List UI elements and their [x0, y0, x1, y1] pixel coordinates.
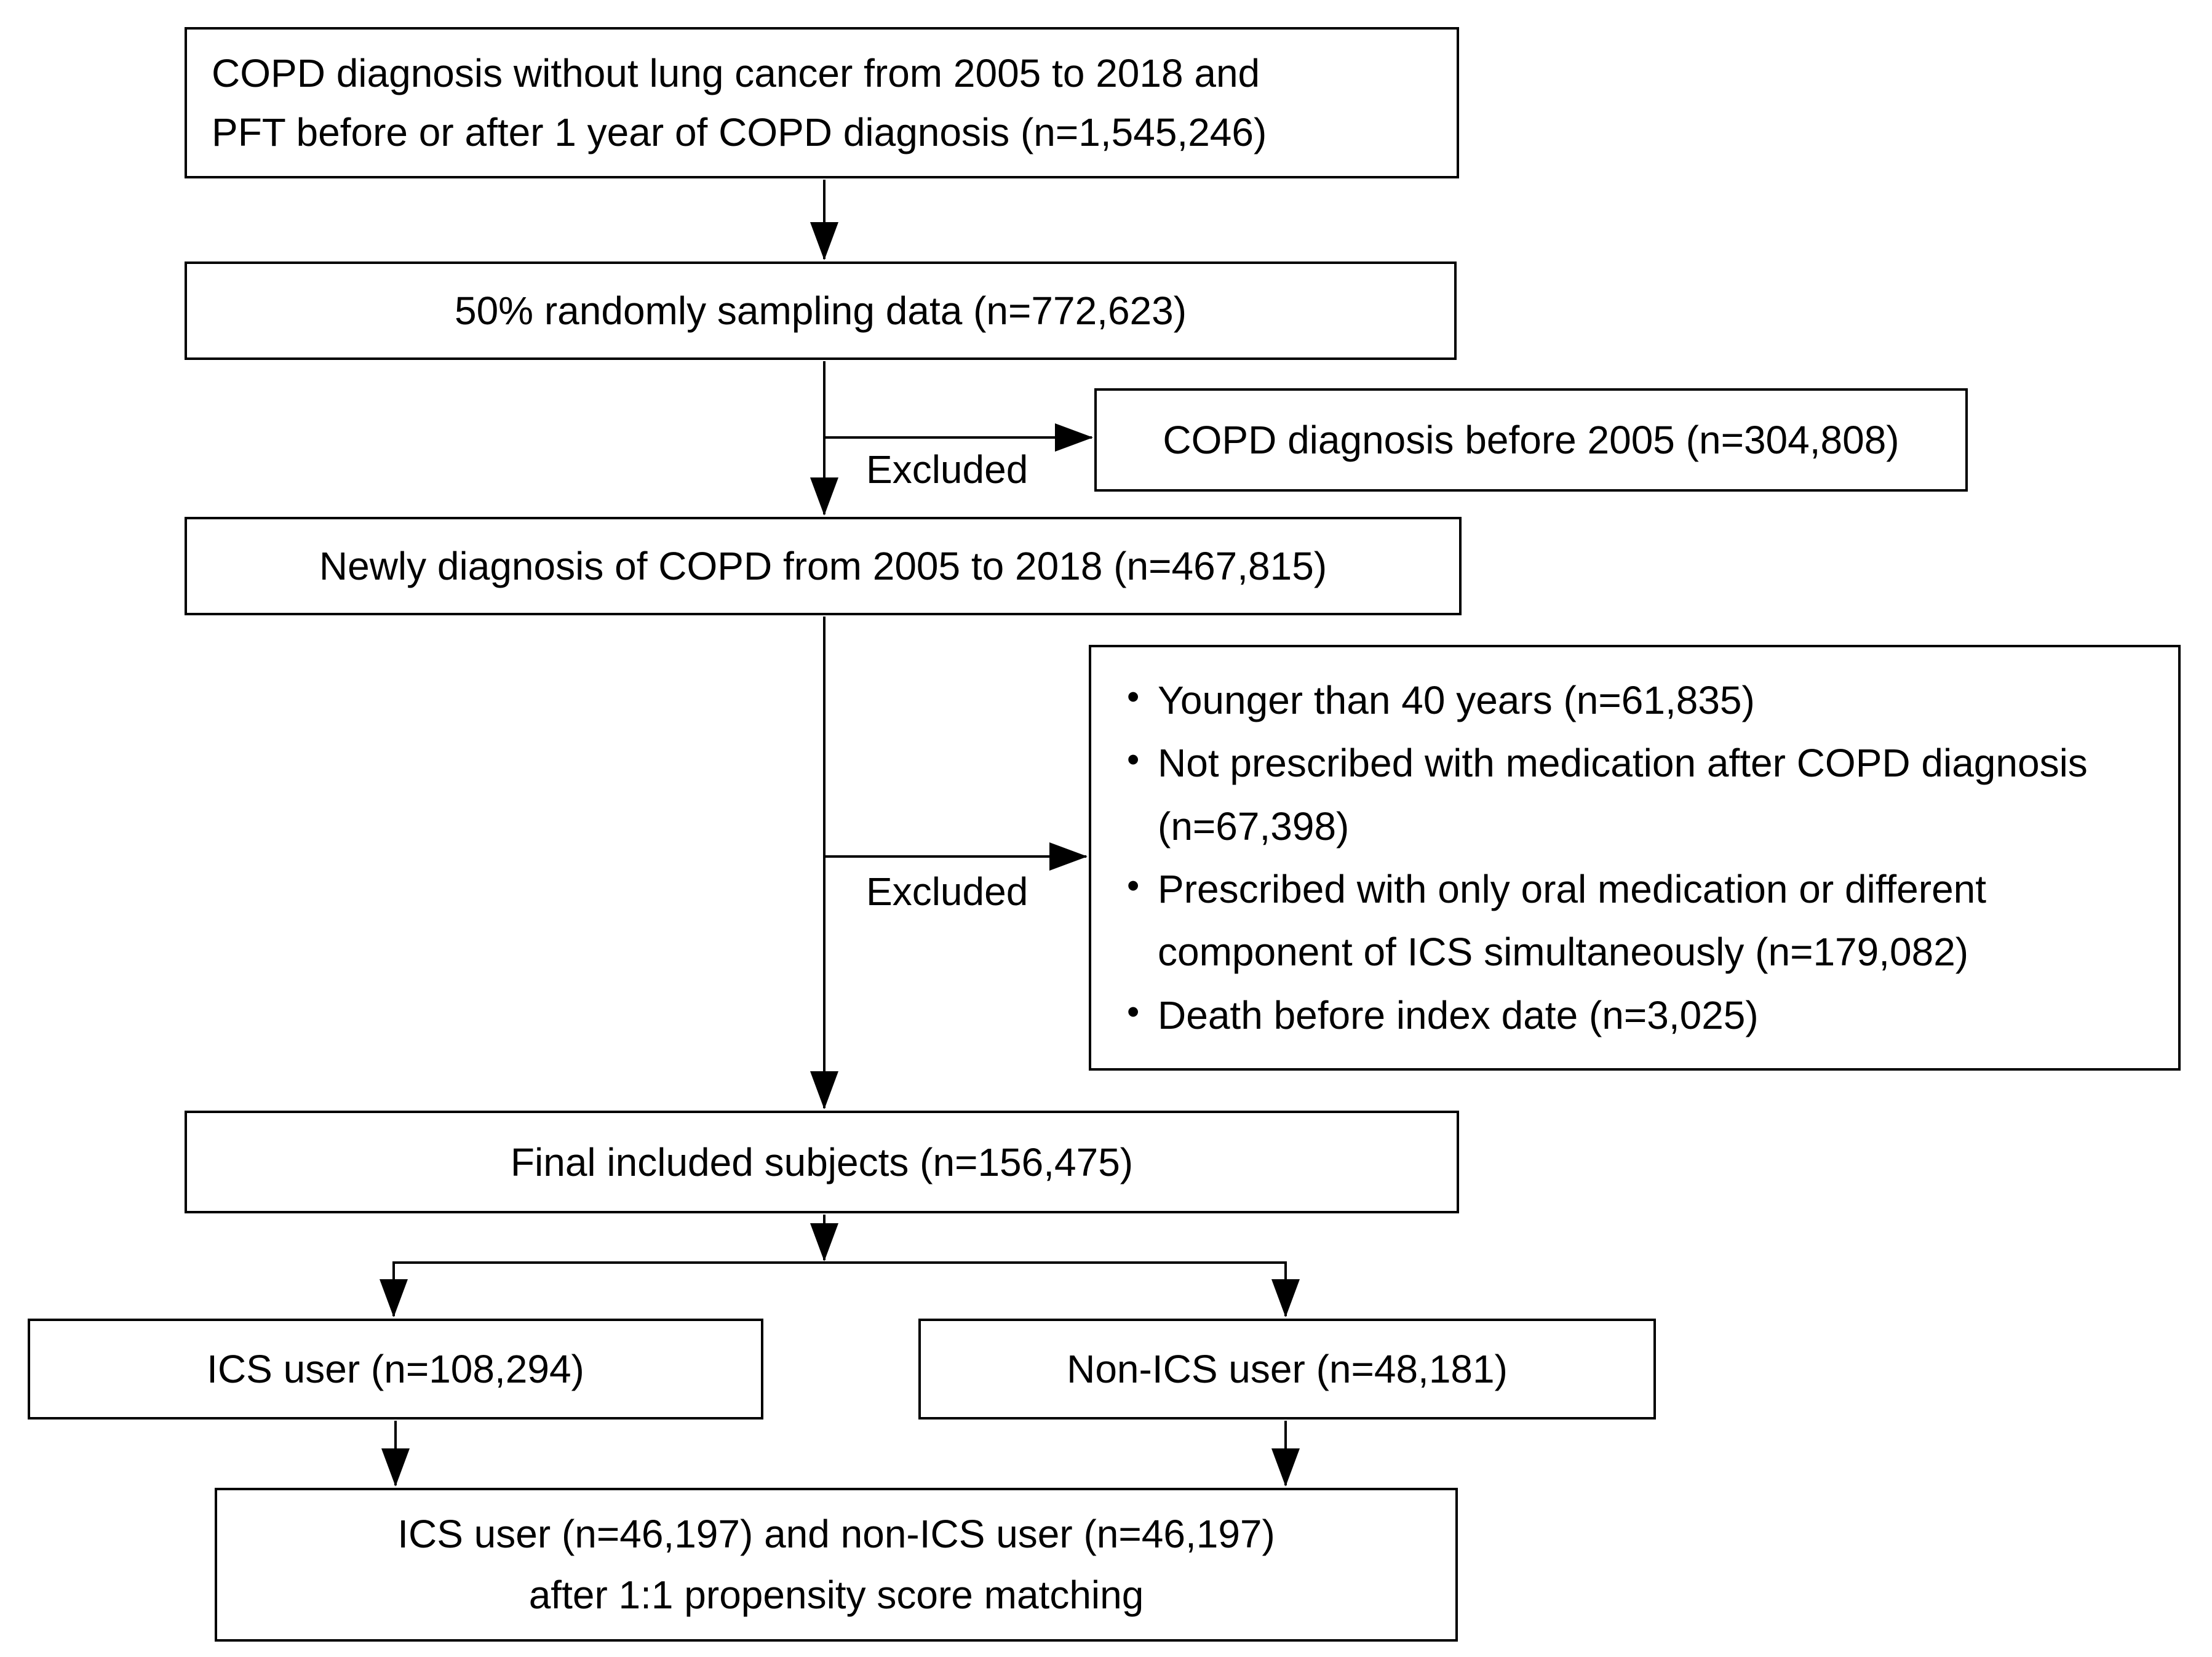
excluded-label-2: Excluded [866, 869, 1028, 914]
box-excluded-before-2005: COPD diagnosis before 2005 (n=304,808) [1094, 388, 1968, 492]
box-non-ics-user: Non-ICS user (n=48,181) [918, 1319, 1656, 1419]
box-propensity-matched-line1: ICS user (n=46,197) and non-ICS user (n=… [397, 1511, 1275, 1556]
box-final-subjects: Final included subjects (n=156,475) [185, 1111, 1459, 1213]
exclusion-item: • Not prescribed with medication after C… [1110, 732, 2160, 858]
box-ics-user-text: ICS user (n=108,294) [207, 1347, 584, 1391]
box-random-sampling-text: 50% randomly sampling data (n=772,623) [454, 289, 1187, 333]
bullet-icon: • [1127, 676, 1140, 717]
box-propensity-matched-line2: after 1:1 propensity score matching [528, 1573, 1144, 1617]
box-random-sampling: 50% randomly sampling data (n=772,623) [185, 262, 1457, 360]
exclusion-item: • Prescribed with only oral medication o… [1110, 858, 2160, 984]
box-final-subjects-text: Final included subjects (n=156,475) [510, 1140, 1134, 1184]
exclusion-item-text: Prescribed with only oral medication or … [1158, 867, 1987, 975]
exclusion-item-text: Not prescribed with medication after COP… [1158, 741, 2088, 848]
excluded-label-1: Excluded [866, 447, 1028, 492]
box-non-ics-user-text: Non-ICS user (n=48,181) [1067, 1347, 1508, 1391]
box-source-line2: PFT before or after 1 year of COPD diagn… [212, 110, 1267, 154]
exclusion-item: • Younger than 40 years (n=61,835) [1110, 669, 1755, 732]
exclusion-item: • Death before index date (n=3,025) [1110, 984, 1759, 1047]
bullet-icon: • [1127, 991, 1140, 1032]
box-newly-diagnosed-text: Newly diagnosis of COPD from 2005 to 201… [319, 544, 1327, 588]
box-source-line1: COPD diagnosis without lung cancer from … [212, 51, 1260, 95]
exclusion-item-text: Younger than 40 years (n=61,835) [1158, 677, 1755, 722]
box-excluded-before-2005-text: COPD diagnosis before 2005 (n=304,808) [1163, 418, 1900, 462]
bullet-icon: • [1127, 740, 1140, 780]
box-exclusion-criteria: • Younger than 40 years (n=61,835) • Not… [1089, 645, 2181, 1071]
box-source-population: COPD diagnosis without lung cancer from … [185, 27, 1459, 178]
box-propensity-matched: ICS user (n=46,197) and non-ICS user (n=… [215, 1488, 1458, 1642]
exclusion-item-text: Death before index date (n=3,025) [1158, 992, 1759, 1037]
box-ics-user: ICS user (n=108,294) [28, 1319, 763, 1419]
box-newly-diagnosed: Newly diagnosis of COPD from 2005 to 201… [185, 517, 1462, 615]
bullet-icon: • [1127, 866, 1140, 906]
